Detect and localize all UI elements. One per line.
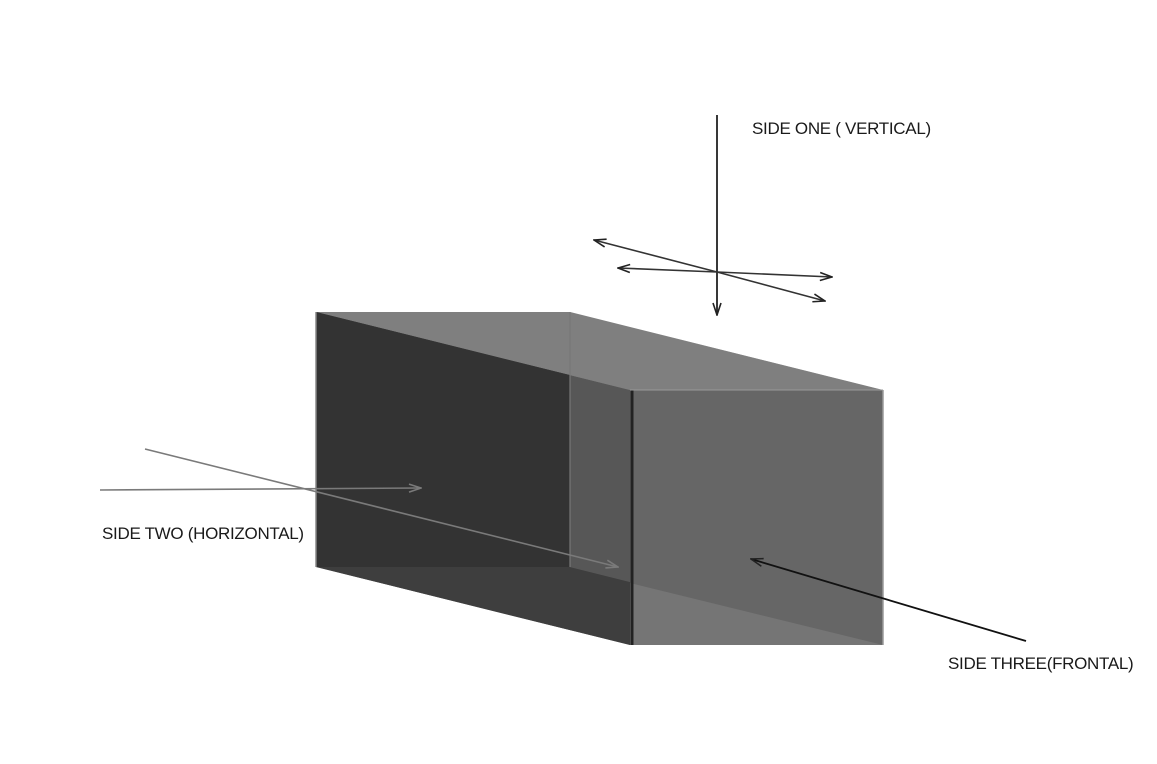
side-two-arrows xyxy=(99,448,618,567)
side-two-label: SIDE TWO (HORIZONTAL) xyxy=(102,524,304,543)
left-side-face xyxy=(316,312,630,645)
diagonal-arrow-b xyxy=(716,271,825,301)
frontal-arrow xyxy=(751,559,1027,642)
side-one-label: SIDE ONE ( VERTICAL) xyxy=(752,119,931,138)
horizontal-arrow-a xyxy=(716,271,832,277)
side-three-arrows xyxy=(751,559,1027,642)
horizontal-view-arrow xyxy=(99,488,421,490)
front-face-shadow xyxy=(630,583,883,645)
horizontal-arrow-b xyxy=(618,268,718,272)
prism-box xyxy=(315,312,884,645)
side-three-label: SIDE THREE(FRONTAL) xyxy=(948,654,1134,673)
front-face xyxy=(630,390,883,645)
side-one-arrows xyxy=(594,115,832,315)
oblique-view-arrow xyxy=(144,448,618,567)
diagonal-arrow-a xyxy=(594,240,718,273)
